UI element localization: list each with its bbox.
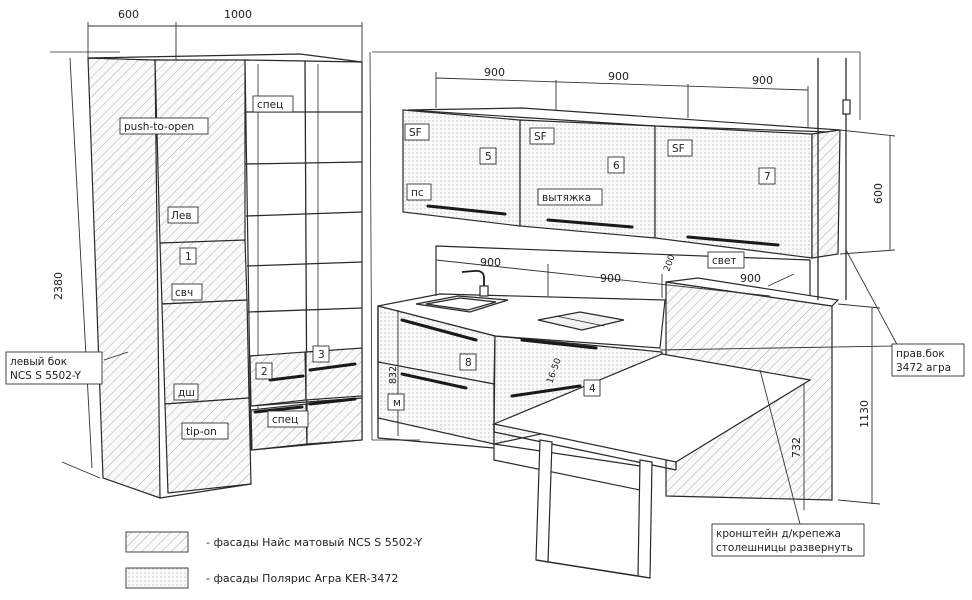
- label-num-6: 6: [613, 160, 620, 172]
- label-left-side-1: левый бок: [10, 356, 67, 368]
- dim-600-top: 600: [118, 8, 139, 21]
- label-push-to-open: push-to-open: [124, 121, 194, 133]
- label-num-1: 1: [185, 251, 192, 263]
- label-svch: свч: [175, 287, 193, 299]
- label-num-7: 7: [764, 171, 771, 183]
- dim-base-2: 900: [600, 272, 621, 285]
- label-num-3: 3: [318, 349, 325, 361]
- label-m: м: [393, 397, 401, 409]
- leader-lines: [103, 249, 901, 525]
- label-spec-top: спец: [257, 99, 283, 111]
- legend-swatch-hatch: [125, 531, 189, 553]
- label-spec-bottom: спец: [272, 414, 298, 426]
- dim-base-1: 900: [480, 256, 501, 269]
- tall-cabinet: [87, 53, 363, 499]
- label-num-2: 2: [261, 366, 268, 378]
- upper-cabinets: [402, 107, 841, 259]
- dim-2380: 2380: [52, 272, 65, 300]
- label-svet: свет: [712, 255, 737, 267]
- dim-upper-3: 900: [752, 74, 773, 87]
- label-ps: пс: [411, 187, 424, 199]
- dimension-lines: [69, 22, 896, 510]
- dim-1130: 1130: [858, 400, 871, 428]
- dim-base-3: 900: [740, 272, 761, 285]
- upper-right-side: [811, 129, 841, 259]
- legend: - фасады Найс матовый NCS S 5502-Y - фас…: [125, 531, 422, 589]
- dim-upper-2: 900: [608, 70, 629, 83]
- label-sf-2: SF: [534, 131, 547, 143]
- label-right-side-1: прав.бок: [896, 348, 945, 360]
- label-num-4: 4: [589, 383, 596, 395]
- legend-text-1: - фасады Найс матовый NCS S 5502-Y: [206, 536, 422, 549]
- legend-swatch-dots: [125, 567, 189, 589]
- label-left-side-2: NCS S 5502-Y: [10, 370, 81, 382]
- legend-text-2: - фасады Полярис Агра KER-3472: [206, 572, 398, 585]
- label-boxes: push-to-open Лев 1 свч дш tip-on спец 2 …: [5, 95, 965, 557]
- label-lev: Лев: [171, 210, 192, 222]
- facade-tipon: [164, 397, 252, 494]
- label-num-5: 5: [485, 151, 492, 163]
- label-right-side-2: 3472 агра: [896, 362, 951, 374]
- label-vytyazhka: вытяжка: [542, 192, 591, 204]
- faucet: [461, 269, 485, 294]
- label-bracket-1: кронштейн д/крепежа: [716, 528, 841, 540]
- label-sf-3: SF: [672, 143, 685, 155]
- peninsula: [491, 277, 840, 579]
- label-tip-on: tip-on: [186, 426, 217, 438]
- table-top: [491, 353, 812, 463]
- label-num-8: 8: [465, 357, 472, 369]
- dim-732: 732: [790, 437, 803, 458]
- dim-upper-1: 900: [484, 66, 505, 79]
- label-bracket-2: столешницы развернуть: [716, 542, 853, 554]
- dim-upper-height: 600: [872, 183, 885, 204]
- dim-1000: 1000: [224, 8, 252, 21]
- label-sf-1: SF: [409, 127, 422, 139]
- label-dsh: дш: [178, 387, 195, 399]
- dim-832: 832: [388, 366, 399, 384]
